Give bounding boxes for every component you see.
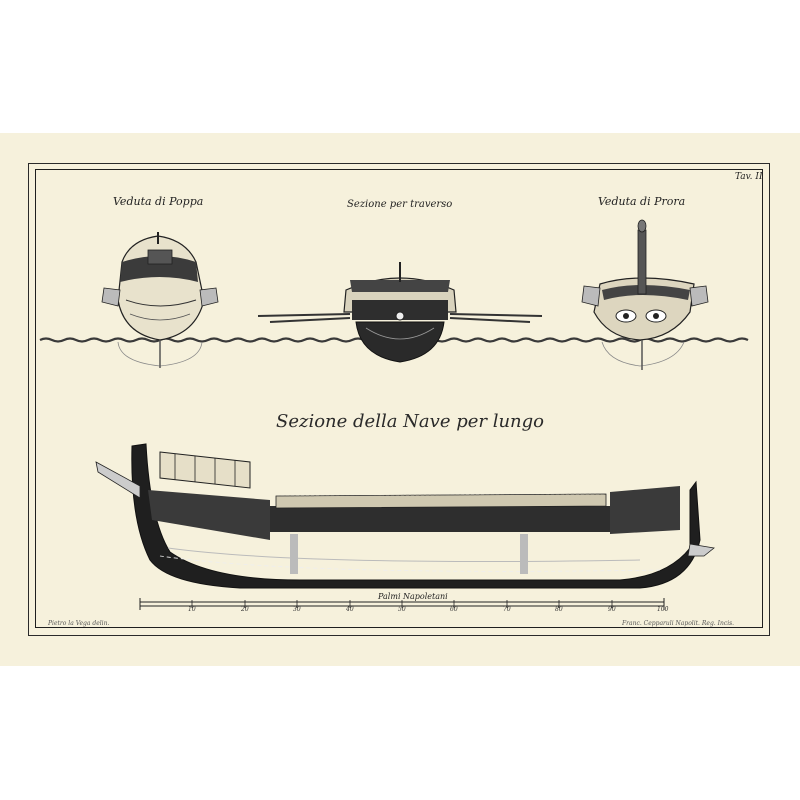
scale-tick-label: 20 xyxy=(241,606,249,613)
scale-tick-label: 100 xyxy=(657,606,669,613)
scale-tick-label: 80 xyxy=(555,606,563,613)
scale-tick-label: 40 xyxy=(346,606,354,613)
caption-cross-section: Sezione per traverso xyxy=(347,199,453,210)
scale-tick-label: 60 xyxy=(450,606,458,613)
scale-unit-label: Palmi Napoletani xyxy=(378,592,448,601)
credit-engraver: Franc. Cepparuli Napolit. Reg. Incis. xyxy=(622,620,735,627)
scale-tick-label: 90 xyxy=(608,606,616,613)
caption-stern-view: Veduta di Poppa xyxy=(113,195,204,208)
bow-view-drawing xyxy=(581,219,709,370)
longitudinal-section-drawing xyxy=(95,443,715,589)
scale-tick-label: 10 xyxy=(188,606,196,613)
caption-longitudinal-section: Sezione della Nave per lungo xyxy=(276,411,544,432)
scale-tick-label: 50 xyxy=(398,606,406,613)
caption-bow-view: Veduta di Prora xyxy=(598,195,686,208)
scale-bar xyxy=(139,598,665,610)
plate-number: Tav. II xyxy=(735,172,763,182)
stern-view-drawing xyxy=(101,232,219,368)
credit-draughtsman: Pietro la Vega delin. xyxy=(48,620,110,627)
scale-tick-label: 70 xyxy=(503,606,511,613)
inner-frame xyxy=(35,169,763,628)
cross-section-drawing xyxy=(257,262,543,363)
scale-tick-label: 30 xyxy=(293,606,301,613)
outer-frame xyxy=(28,163,770,636)
